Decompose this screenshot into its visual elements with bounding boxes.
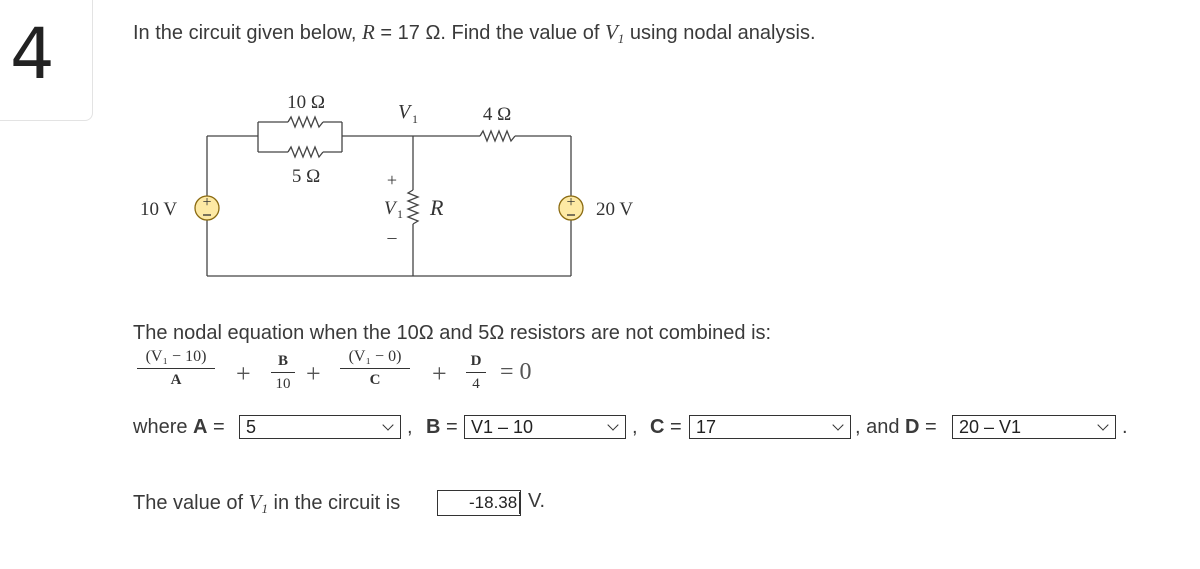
question-prompt: In the circuit given below, R = 17 Ω. Fi…	[133, 20, 816, 46]
where-label: where A =	[133, 416, 225, 438]
r10-label: 10 Ω	[287, 92, 325, 113]
node-label: V	[398, 101, 413, 123]
answer-prompt: The value of V1 in the circuit is	[133, 490, 401, 516]
d-label: , and D =	[855, 416, 937, 438]
comma-1: ,	[407, 416, 413, 438]
question-number-box: 4	[0, 0, 93, 121]
svg-text:+: +	[202, 194, 211, 211]
answer-unit: V.	[528, 490, 546, 512]
chevron-down-icon	[382, 419, 394, 431]
chevron-down-icon	[1097, 419, 1109, 431]
equation-intro: The nodal equation when the 10Ω and 5Ω r…	[133, 322, 772, 344]
question-number: 4	[10, 13, 55, 95]
term1: (V₁ − 10)A	[137, 348, 215, 388]
period: .	[1122, 416, 1128, 438]
answer-input[interactable]	[437, 490, 521, 516]
term3: (V₁ − 0)C	[340, 348, 410, 388]
r4-label: 4 Ω	[483, 104, 511, 125]
svg-text:+: +	[566, 194, 575, 211]
v1-plus: +	[387, 170, 397, 190]
v1-label: V	[384, 198, 398, 219]
left-source-label: 10 V	[140, 199, 177, 220]
comma-2: ,	[632, 416, 638, 438]
dropdown-d[interactable]: 20 – V1	[952, 415, 1116, 439]
r-label: R	[429, 195, 444, 220]
dropdown-b[interactable]: V1 – 10	[464, 415, 626, 439]
right-source-label: 20 V	[596, 199, 633, 220]
c-label: C =	[650, 416, 682, 438]
dropdown-a[interactable]: 5	[239, 415, 401, 439]
chevron-down-icon	[832, 419, 844, 431]
node-label-sub: 1	[412, 112, 418, 126]
right-voltage-source	[558, 195, 584, 221]
v1-minus: –	[387, 227, 398, 247]
b-label: B =	[426, 416, 458, 438]
dropdown-c[interactable]: 17	[689, 415, 851, 439]
v1-label-sub: 1	[397, 207, 403, 221]
answer-value: -18.38	[467, 492, 521, 514]
r5-label: 5 Ω	[292, 166, 320, 187]
chevron-down-icon	[607, 419, 619, 431]
left-voltage-source	[194, 195, 220, 221]
circuit-diagram: + + 10 Ω 5 Ω 4 Ω V 1 + V 1 – R 10 V 20 V	[140, 92, 633, 277]
